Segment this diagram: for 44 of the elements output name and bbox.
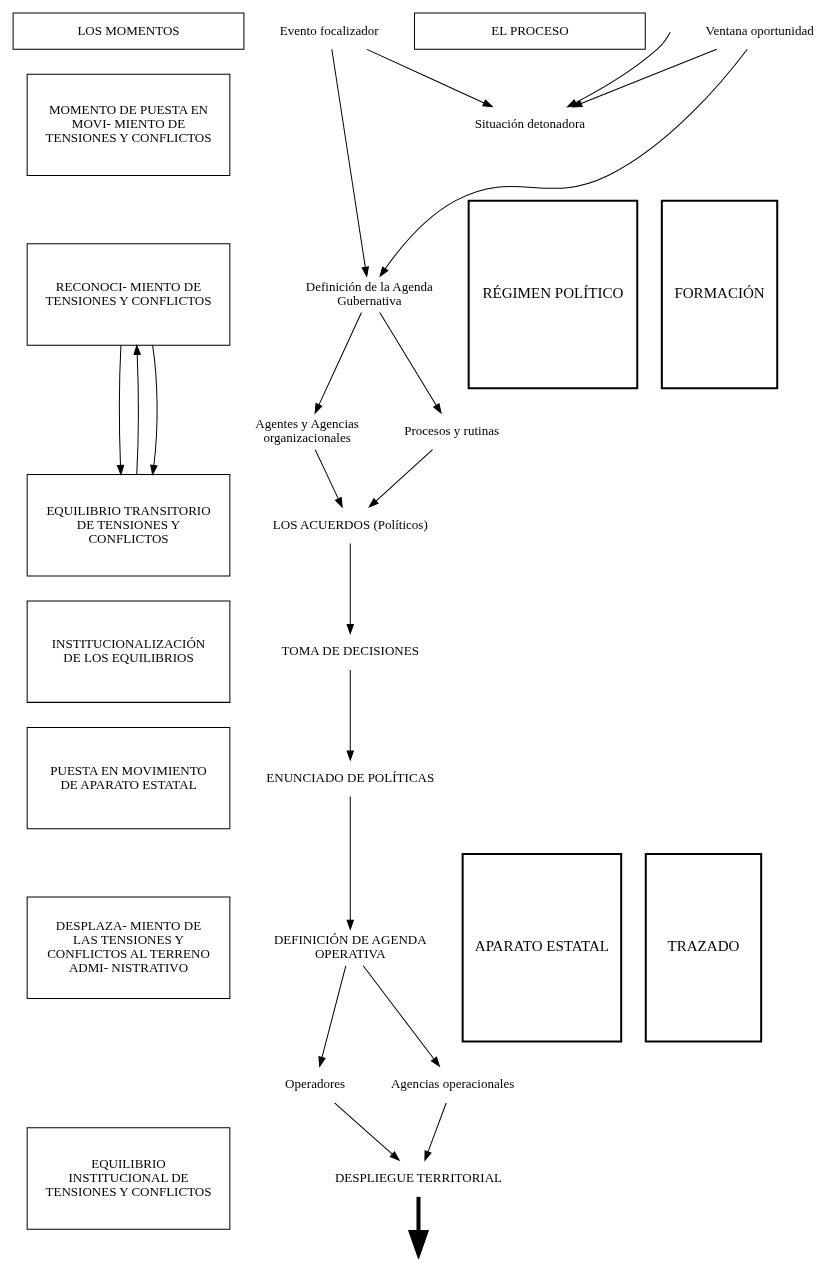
- node-box: PUESTA EN MOVIMIENTO DE APARATO ESTATAL: [26, 726, 231, 829]
- arrow: [331, 48, 369, 277]
- arrow: [379, 48, 748, 277]
- node-text: ENUNCIADO DE POLÍTICAS: [266, 769, 435, 785]
- arrow: [133, 344, 141, 475]
- node-box: RECONOCI- MIENTO DE TENSIONES Y CONFLICTOS: [26, 242, 231, 346]
- arrow: [116, 344, 125, 475]
- arrow: [314, 448, 343, 508]
- node-box: INSTITUCIONALIZACIÓN DE LOS EQUILIBRIOS: [26, 600, 231, 703]
- node-box: APARATO ESTATAL: [461, 852, 623, 1043]
- node-text: Agentes y Agencias organizacionales: [255, 415, 359, 445]
- node-box: EQUILIBRIO INSTITUCIONAL DE TENSIONES Y CONFLICTOS: [26, 1126, 231, 1230]
- node-box: EQUILIBRIO TRANSITORIO DE TENSIONES Y CONFLICTOS: [26, 473, 231, 576]
- node-text: DESPLIEGUE TERRITORIAL: [334, 1169, 503, 1185]
- arrow: [362, 964, 440, 1067]
- node-text: Situación detonadora: [474, 115, 586, 131]
- node-text: Operadores: [285, 1075, 346, 1091]
- node-text: Ventana oportunidad: [705, 21, 814, 37]
- arrow: [424, 1101, 447, 1161]
- node-text: LOS ACUERDOS (Políticos): [272, 516, 428, 532]
- node-box: LOS MOMENTOS: [12, 12, 245, 50]
- arrow: [368, 448, 434, 508]
- node-text: Definición de la Agenda Gubernativa: [305, 278, 433, 308]
- node-text: TOMA DE DECISIONES: [281, 642, 419, 658]
- arrow: [379, 311, 442, 414]
- arrow: [334, 1101, 400, 1161]
- node-box: EL PROCESO: [414, 12, 646, 50]
- arrow: [314, 311, 362, 414]
- node-box: DESPLAZA- MIENTO DE LAS TENSIONES Y CONFLICTOS AL TERRENO ADMI- NISTRATIVO: [26, 896, 231, 999]
- arrow: [366, 48, 493, 107]
- arrow: [346, 795, 354, 930]
- node-text: Agencias operacionales: [390, 1075, 515, 1091]
- node-text: Evento focalizador: [279, 21, 379, 37]
- arrow: [346, 542, 354, 634]
- node-box: FORMACIÓN: [660, 199, 779, 389]
- node-box: TRAZADO: [644, 852, 763, 1043]
- node-text: DEFINICIÓN DE AGENDA OPERATIVA: [273, 931, 427, 961]
- node-text: Procesos y rutinas: [404, 422, 500, 438]
- arrow: [150, 344, 158, 475]
- node-box: MOMENTO DE PUESTA EN MOVI- MIENTO DE TENSIONES Y CONFLICTOS: [26, 73, 231, 176]
- arrow: [318, 964, 347, 1067]
- arrow: [346, 669, 354, 760]
- arrow: [407, 1196, 430, 1259]
- node-box: RÉGIMEN POLÍTICO: [467, 199, 639, 389]
